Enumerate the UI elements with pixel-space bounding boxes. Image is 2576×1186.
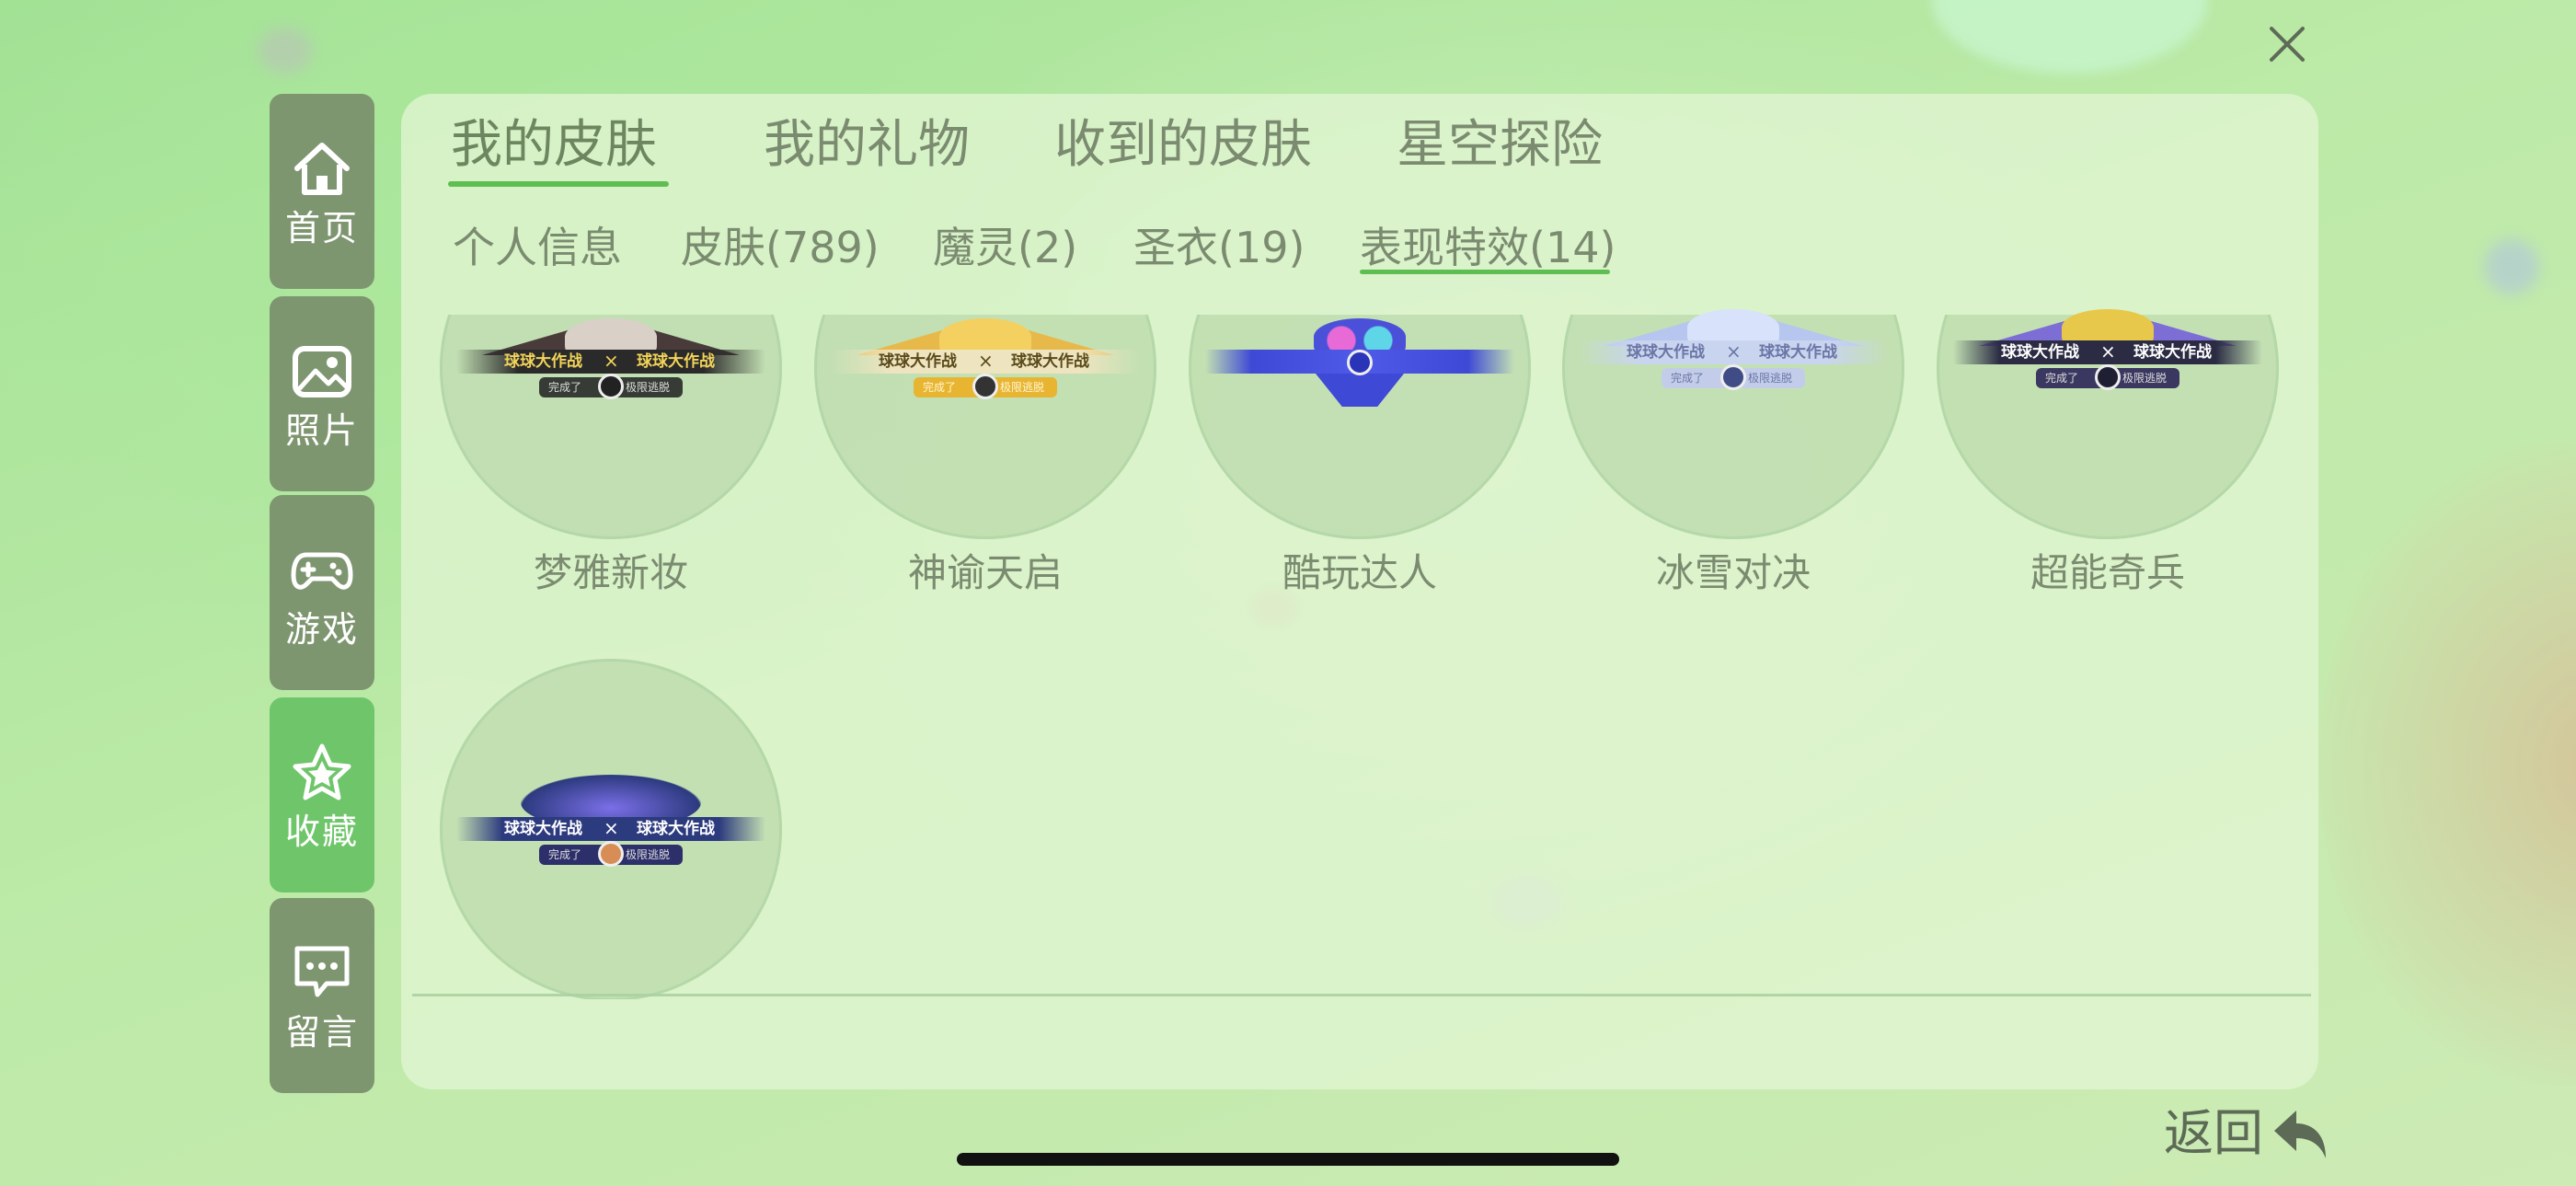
home-icon (294, 143, 350, 195)
sidebar-item-label: 首页 (284, 208, 359, 248)
gamepad-icon (291, 552, 353, 590)
sidebar-item-photos[interactable]: 照片 (270, 296, 374, 491)
sidebar-item-label: 游戏 (284, 609, 359, 650)
subtab-armor[interactable]: 圣衣(19) (1133, 223, 1305, 272)
active-tab-indicator (448, 181, 669, 187)
sidebar-item-label: 留言 (284, 1012, 359, 1053)
star-icon (293, 743, 351, 800)
effect-banner: 球球大作战 × 球球大作战 完成了极限逃脱 (1579, 304, 1888, 405)
home-indicator[interactable] (957, 1153, 1619, 1166)
sidebar-item-games[interactable]: 游戏 (270, 495, 374, 690)
effect-banner: 球球大作战 × 球球大作战 完成了极限逃脱 (456, 775, 765, 881)
tab-received-skins[interactable]: 收到的皮肤 (1054, 115, 1312, 175)
skin-name: 冰雪对决 (1655, 550, 1811, 595)
subtab-effects[interactable]: 表现特效(14) (1360, 223, 1616, 272)
list-divider (412, 994, 2311, 996)
skin-name: 神谕天启 (907, 550, 1063, 595)
skin-name: 超能奇兵 (2030, 550, 2185, 595)
tab-my-skins[interactable]: 我的皮肤 (451, 115, 657, 175)
effect-banner: 球球大作战 × 球球大作战 完成了极限逃脱 (456, 313, 765, 414)
skin-name: 梦雅新妆 (533, 550, 688, 595)
effect-banner: 球球大作战 × 球球大作战 完成了极限逃脱 (831, 313, 1140, 414)
sidebar-item-favorites[interactable]: 收藏 (270, 697, 374, 892)
subtab-profile[interactable]: 个人信息 (453, 223, 622, 272)
effect-banner: 球球大作战 × 球球大作战 完成了极限逃脱 (1953, 304, 2262, 405)
back-button[interactable]: 返回 (2164, 1100, 2333, 1167)
message-icon (294, 946, 350, 997)
subtab-spirits[interactable]: 魔灵(2) (933, 223, 1078, 272)
effect-banner (1205, 313, 1514, 414)
close-icon[interactable] (2261, 18, 2313, 70)
sidebar-item-label: 收藏 (284, 812, 359, 852)
sidebar-item-label: 照片 (284, 410, 359, 451)
sidebar-item-home[interactable]: 首页 (270, 94, 374, 289)
tab-my-gifts[interactable]: 我的礼物 (764, 115, 970, 175)
subtab-skins[interactable]: 皮肤(789) (681, 223, 880, 272)
sidebar-item-messages[interactable]: 留言 (270, 898, 374, 1093)
active-subtab-indicator (1360, 270, 1610, 274)
return-arrow-icon (2274, 1111, 2326, 1158)
photo-icon (293, 346, 351, 397)
skin-name: 酷玩达人 (1282, 550, 1437, 595)
tab-star-adventure[interactable]: 星空探险 (1397, 115, 1603, 175)
